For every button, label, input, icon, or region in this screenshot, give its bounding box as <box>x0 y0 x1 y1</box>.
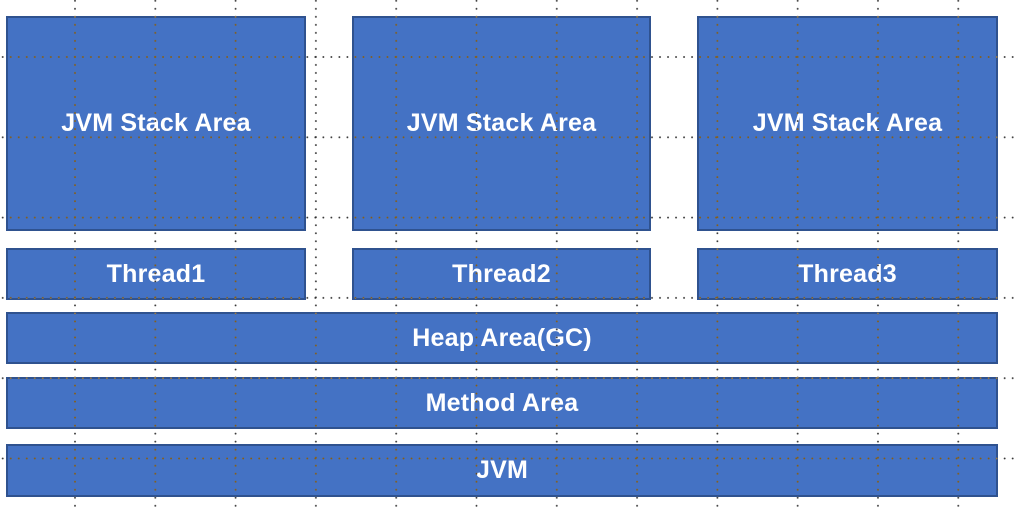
thread-box-1[interactable]: Thread1 <box>6 248 306 300</box>
jvm-stack-area-label-1: JVM Stack Area <box>61 109 251 137</box>
thread-box-3[interactable]: Thread3 <box>697 248 998 300</box>
heap-area-bar[interactable]: Heap Area(GC) <box>6 312 998 364</box>
heap-area-label: Heap Area(GC) <box>412 323 592 352</box>
jvm-label: JVM <box>475 456 528 484</box>
thread-label-2: Thread2 <box>452 259 551 288</box>
thread-label-1: Thread1 <box>106 259 206 288</box>
jvm-stack-area-label-2: JVM Stack Area <box>406 109 597 137</box>
method-area-bar[interactable]: Method Area <box>6 377 998 429</box>
jvm-stack-area-box-2[interactable]: JVM Stack Area <box>352 16 651 231</box>
thread-box-2[interactable]: Thread2 <box>352 248 651 300</box>
thread-label-3: Thread3 <box>798 259 897 288</box>
method-area-label: Method Area <box>425 388 579 417</box>
jvm-stack-area-box-3[interactable]: JVM Stack Area <box>697 16 998 231</box>
jvm-stack-area-label-3: JVM Stack Area <box>752 109 943 137</box>
jvm-stack-area-box-1[interactable]: JVM Stack Area <box>6 16 306 231</box>
jvm-bar[interactable]: JVM <box>6 444 998 497</box>
